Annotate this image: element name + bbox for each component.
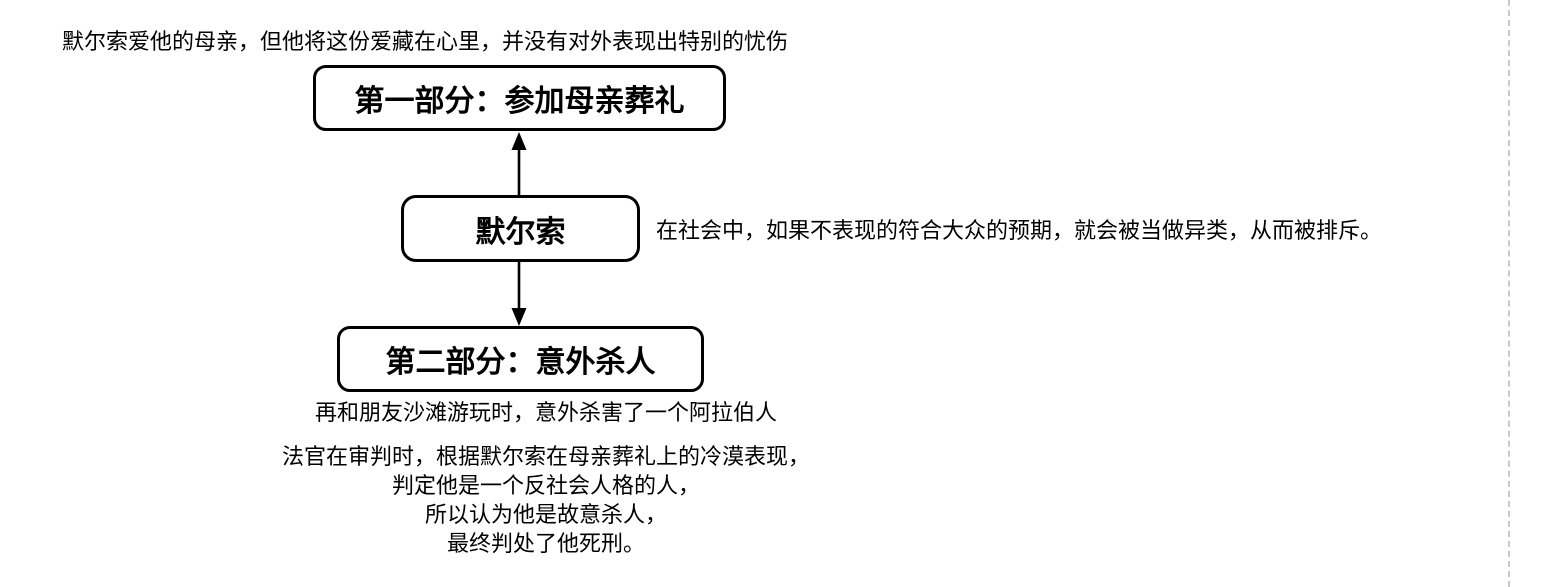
page-guide-line [1508,0,1510,587]
verdict-line-1: 法官在审判时，根据默尔索在母亲葬礼上的冷漠表现， [281,444,810,469]
beach-annotation-text[interactable]: 再和朋友沙滩游玩时，意外杀害了一个阿拉伯人 [314,400,777,425]
up-arrow-connector[interactable] [505,131,533,197]
diagram-node-meursault-label: 默尔索 [475,215,566,249]
verdict-line-4: 最终判处了他死刑。 [446,531,645,556]
diagram-node-part2-label: 第二部分：意外杀人 [385,346,656,379]
top-annotation-text[interactable]: 默尔索爱他的母亲，但他将这份爱藏在心里，并没有对外表现出特别的忧伤 [62,29,789,54]
verdict-annotation-text[interactable]: 法官在审判时，根据默尔索在母亲葬礼上的冷漠表现， 判定他是一个反社会人格的人， … [146,442,946,558]
verdict-line-3: 所以认为他是故意杀人， [424,502,667,527]
diagram-node-part1-label: 第一部分：参加母亲葬礼 [354,85,685,118]
diagram-node-meursault[interactable]: 默尔索 [401,195,640,262]
diagram-node-part2[interactable]: 第二部分：意外杀人 [337,326,704,392]
diagram-node-part1[interactable]: 第一部分：参加母亲葬礼 [313,65,726,131]
down-arrow-connector[interactable] [505,262,533,327]
side-annotation-text[interactable]: 在社会中，如果不表现的符合大众的预期，就会被当做异类，从而被排斥。 [656,218,1383,243]
verdict-line-2: 判定他是一个反社会人格的人， [391,473,700,498]
